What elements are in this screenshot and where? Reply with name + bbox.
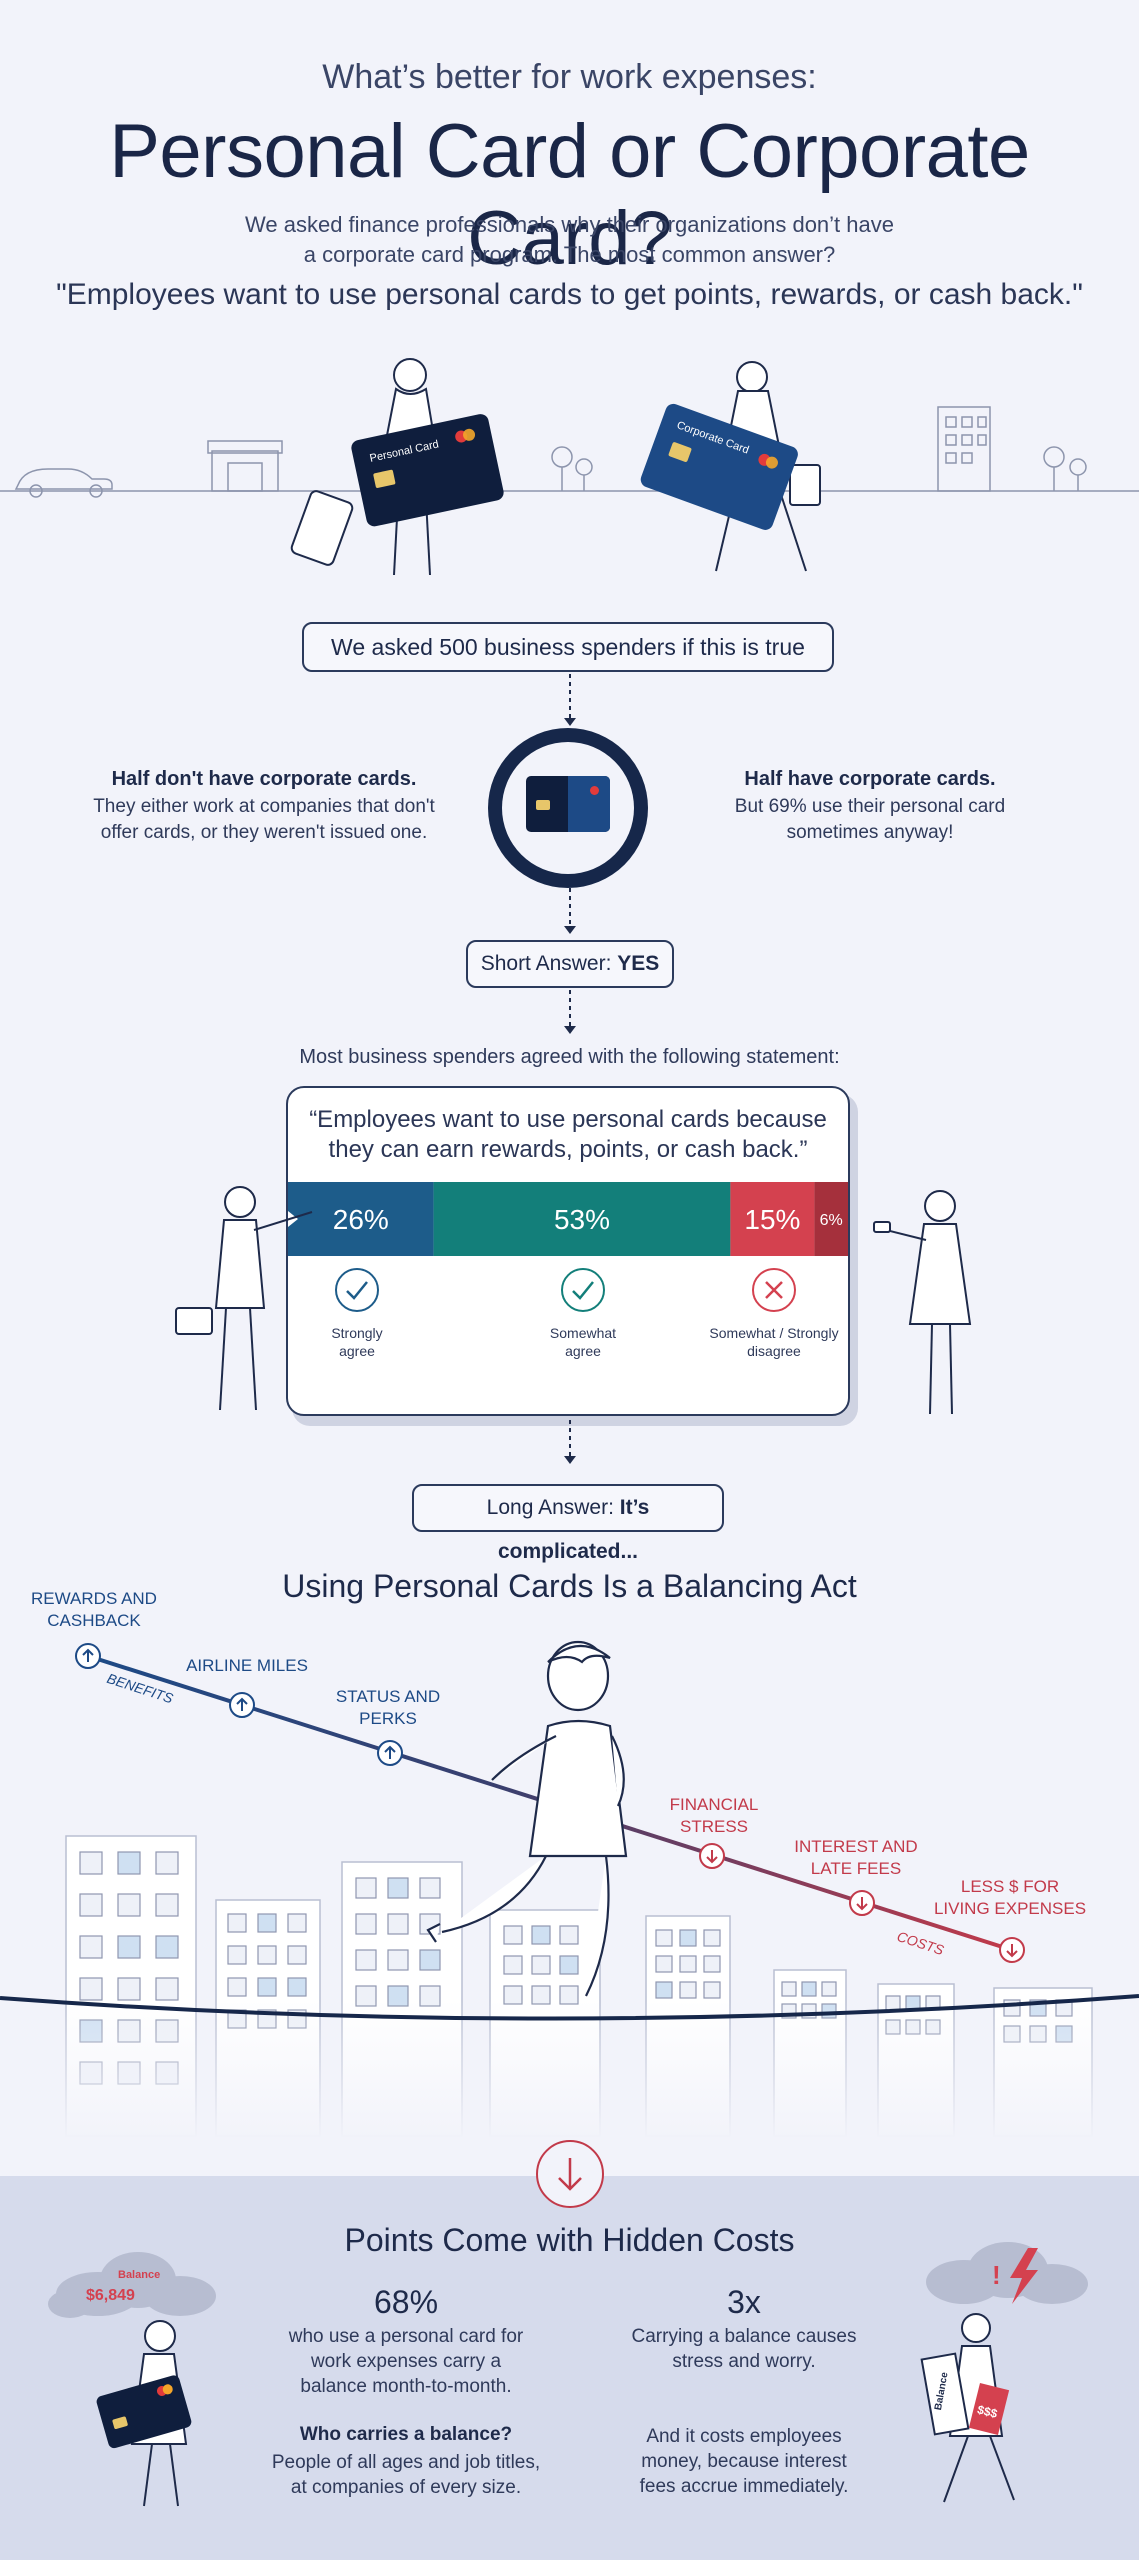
legend-text: Strongly [331, 1325, 383, 1341]
legend-disagree: Somewhat / Strongly disagree [684, 1324, 864, 1360]
right-heading: Half have corporate cards. [744, 768, 996, 790]
intro-line-2: a corporate card program. The most commo… [303, 242, 836, 267]
stat-text: People of all ages and job titles, [271, 2452, 541, 2473]
stat-text: And it costs employees [646, 2426, 842, 2447]
bar-segment [730, 1182, 815, 1256]
statement-line-2: they can earn rewards, points, or cash b… [328, 1136, 808, 1163]
skyline-illustration: Personal Card Corporate Card [0, 358, 1139, 576]
label-text: PERKS [359, 1709, 417, 1728]
balancing-title: Using Personal Cards Is a Balancing Act [282, 1568, 857, 1604]
label-text: FINANCIAL [669, 1795, 759, 1814]
label-rewards: REWARDS AND CASHBACK [18, 1588, 170, 1632]
pre-title: What’s better for work expenses: [322, 58, 817, 96]
label-text: LESS $ FOR [960, 1877, 1060, 1896]
lightning-icon [1010, 2248, 1038, 2304]
label-text: STRESS [679, 1817, 749, 1836]
legend-text: Somewhat / Strongly [709, 1325, 839, 1341]
left-line-1: They either work at companies that don't [93, 796, 435, 817]
legend-text: agree [565, 1343, 601, 1359]
card-icon [526, 776, 610, 832]
bar-segment [433, 1182, 731, 1256]
short-answer-value: YES [617, 952, 660, 975]
stat2-description: Carrying a balance causes stress and worr… [574, 2324, 914, 2374]
left-heading: Half don't have corporate cards. [111, 768, 417, 790]
right-line-1: But 69% use their personal card [734, 796, 1006, 817]
label-status: STATUS AND PERKS [318, 1686, 458, 1730]
stat-text: stress and worry. [672, 2351, 816, 2372]
who-heading: Who carries a balance? [299, 2424, 513, 2445]
bar-segment [814, 1182, 848, 1256]
stat1-description: who use a personal card for work expenses… [236, 2324, 576, 2399]
stat1-value: 68% [373, 2284, 439, 2320]
agreement-bar-chart: 26% 53% 15% 6% [288, 1182, 848, 1256]
alert-icon: ! [992, 2260, 1001, 2290]
stat-text: balance month-to-month. [300, 2376, 512, 2397]
balance-amount: $6,849 [86, 2287, 135, 2304]
statement-line-1: “Employees want to use personal cards be… [309, 1106, 827, 1133]
legend-text: agree [339, 1343, 375, 1359]
stat-text: who use a personal card for [288, 2326, 524, 2347]
check-icon [561, 1268, 605, 1312]
stat-text: at companies of every size. [290, 2477, 522, 2498]
short-answer-prefix: Short Answer: [480, 952, 618, 975]
legend-strongly-agree: Strongly agree [297, 1324, 417, 1360]
left-line-2: offer cards, or they weren't issued one. [100, 822, 428, 843]
long-answer-value: It’s complicated... [497, 1496, 650, 1563]
check-icon [335, 1268, 379, 1312]
stat-text: work expenses carry a [310, 2351, 502, 2372]
label-less-money: LESS $ FOR LIVING EXPENSES [930, 1876, 1090, 1920]
bar-pointer [288, 1211, 298, 1227]
sign-amount: $$$ [976, 2402, 999, 2421]
down-arrow-icon [536, 2140, 604, 2208]
presenter-woman [873, 1190, 972, 1415]
bar-label: 53% [554, 1204, 610, 1235]
flow-arrow-2 [564, 888, 576, 934]
bar-label: 6% [820, 1212, 843, 1229]
long-answer-prefix: Long Answer: [486, 1496, 620, 1519]
legend-somewhat-agree: Somewhat agree [523, 1324, 643, 1360]
asked-box: We asked 500 business spenders if this i… [302, 622, 834, 672]
label-financial-stress: FINANCIAL STRESS [654, 1794, 774, 1838]
flow-arrow-3 [564, 990, 576, 1034]
flow-arrow-1 [564, 674, 576, 726]
label-interest: INTEREST AND LATE FEES [786, 1836, 926, 1880]
right-line-2: sometimes anyway! [786, 822, 954, 843]
intro-quote: "Employees want to use personal cards to… [56, 278, 1083, 311]
label-text: STATUS AND [335, 1687, 441, 1706]
card-circle [488, 728, 648, 888]
bar-label: 15% [744, 1204, 800, 1235]
flow-arrow-4 [564, 1420, 576, 1464]
label-airline: AIRLINE MILES [186, 1656, 308, 1675]
who-description: People of all ages and job titles, at com… [216, 2450, 596, 2500]
balance-label: Balance [118, 2269, 160, 2281]
label-text: REWARDS AND [31, 1589, 157, 1608]
statement-intro: Most business spenders agreed with the f… [299, 1046, 840, 1068]
cross-icon [752, 1268, 796, 1312]
intro-line-1: We asked finance professionals why their… [245, 212, 894, 237]
label-text: INTEREST AND [794, 1837, 918, 1856]
label-text: LIVING EXPENSES [933, 1899, 1087, 1918]
bar-segment [288, 1182, 434, 1256]
bar-label: 26% [333, 1204, 389, 1235]
label-text: LATE FEES [810, 1859, 902, 1878]
balancing-illustration [0, 1640, 1139, 2140]
woman-balance-illustration: Balance $6,849 [48, 2252, 216, 2507]
legend-text: Somewhat [549, 1325, 617, 1341]
stat-text: money, because interest [641, 2451, 847, 2472]
presenter-man [175, 1186, 313, 1411]
long-answer-box: Long Answer: It’s complicated... [412, 1484, 724, 1563]
cost-description: And it costs employees money, because int… [574, 2424, 914, 2499]
page-title: Personal Card or Corporate Card? [109, 109, 1030, 281]
hidden-costs-title: Points Come with Hidden Costs [344, 2222, 795, 2258]
label-text: CASHBACK [47, 1611, 141, 1630]
stat-text: fees accrue immediately. [639, 2476, 849, 2497]
short-answer-box: Short Answer: YES [466, 940, 674, 988]
stat-text: Carrying a balance causes [631, 2326, 857, 2347]
stressed-man-illustration: ! Balance $$$ [920, 2242, 1088, 2503]
stat2-value: 3x [727, 2284, 761, 2320]
legend-text: disagree [747, 1343, 801, 1359]
